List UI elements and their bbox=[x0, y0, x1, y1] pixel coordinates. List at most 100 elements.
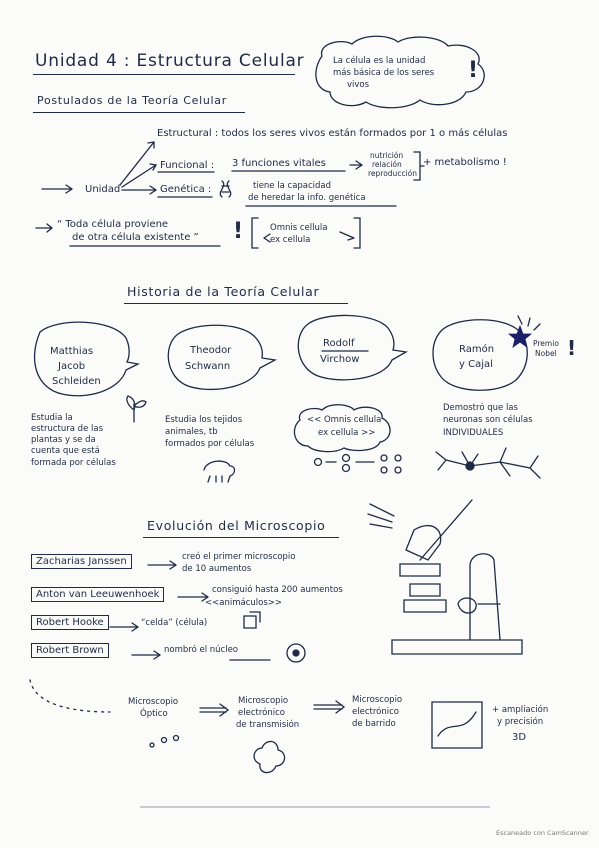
microscopio-underline bbox=[143, 537, 339, 539]
metabolismo-note: + metabolismo ! bbox=[423, 157, 507, 168]
dot-icon-1 bbox=[149, 742, 155, 748]
omnis-cloud bbox=[293, 404, 391, 453]
cell-icon-7 bbox=[394, 466, 402, 474]
nobel-line-1: Premio bbox=[533, 339, 559, 348]
evo-1-line-1: Microscopio bbox=[128, 697, 179, 707]
bubble-2 bbox=[167, 324, 278, 391]
person-box-hooke: Robert Hooke bbox=[31, 615, 109, 630]
evo-2-line-1: Microscopio bbox=[238, 696, 289, 706]
microscopio-heading: Evolución del Microscopio bbox=[147, 518, 326, 533]
person-box-brown: Robert Brown bbox=[31, 643, 109, 658]
arrow-icon-line bbox=[147, 560, 178, 570]
plant-icon bbox=[126, 395, 147, 423]
root-unidad: Unidad bbox=[85, 184, 121, 195]
quote-line-1: “ Toda célula proviene bbox=[57, 219, 169, 230]
extra-line-2: y precisión bbox=[497, 717, 544, 727]
postulados-heading: Postulados de la Teoría Celular bbox=[37, 94, 227, 107]
cloud-bubble bbox=[315, 35, 485, 109]
cell-icon-4 bbox=[380, 454, 388, 462]
page-edge-line bbox=[140, 806, 490, 808]
funcion-relacion: relación bbox=[372, 160, 402, 169]
leeuwenhoek-desc-1: consiguió hasta 200 aumentos bbox=[212, 585, 343, 595]
scientist-1-desc-3: plantas y se da bbox=[31, 435, 96, 445]
evo-3-line-3: de barrido bbox=[352, 719, 396, 729]
person-box-leeuwenhoek: Anton van Leeuwenhoek bbox=[31, 587, 165, 602]
cell-nucleus-dot bbox=[292, 649, 300, 657]
page-title: Unidad 4 : Estructura Celular bbox=[35, 51, 305, 71]
quote-line-2: de otra célula existente ” bbox=[72, 232, 199, 243]
omnis-arrow bbox=[263, 231, 355, 243]
evo-1-line-2: Óptico bbox=[140, 709, 168, 719]
scientist-1-desc-2: estructura de las bbox=[31, 424, 103, 434]
historia-underline bbox=[124, 303, 348, 305]
evo-2-line-2: electrónico bbox=[238, 708, 285, 718]
scientist-2-name-2: Schwann bbox=[185, 361, 231, 372]
evo-2-line-3: de transmisión bbox=[236, 720, 300, 730]
scientist-3-name-1: Rodolf bbox=[323, 338, 355, 349]
scientist-3-desc-1: << Omnis cellula bbox=[307, 415, 382, 425]
branch-estructural: Estructural : todos los seres vivos está… bbox=[157, 128, 508, 139]
star-icon bbox=[507, 324, 533, 348]
hooke-desc: “celda” (célula) bbox=[141, 618, 208, 628]
neuron-icon bbox=[435, 447, 541, 479]
exclamation-icon-2: ! bbox=[233, 219, 244, 244]
postulados-underline bbox=[33, 112, 245, 114]
neuron-body bbox=[465, 461, 475, 471]
scientist-1-name-1: Matthias bbox=[50, 346, 94, 357]
cell-icon-3 bbox=[341, 463, 351, 473]
cell-icon-5 bbox=[380, 466, 388, 474]
extra-line-3: 3D bbox=[512, 732, 527, 743]
funcion-reproduccion: reproducción bbox=[368, 169, 417, 178]
scientist-4-name-2: y Cajal bbox=[459, 359, 493, 370]
scientist-4-name-1: Ramón bbox=[459, 344, 495, 355]
scientist-2-desc-1: Estudia los tejidos bbox=[165, 415, 243, 425]
branch-funcional-label: Funcional : bbox=[160, 160, 215, 171]
funciones-brace bbox=[413, 151, 425, 181]
arrow-leeuwenhoek bbox=[177, 592, 210, 602]
cloud-line-2: más básica de los seres bbox=[333, 68, 435, 78]
cell-icon-6 bbox=[394, 454, 402, 462]
scientist-1-name-2: Jacob bbox=[58, 361, 86, 372]
sem-image-icon bbox=[431, 701, 483, 749]
arrow-hooke bbox=[109, 622, 140, 632]
arrow-estructural bbox=[119, 141, 155, 186]
arrow-evo-2 bbox=[313, 700, 346, 714]
omnis-line-1: Omnis cellula bbox=[270, 223, 328, 233]
dot-icon-2 bbox=[160, 736, 168, 744]
scanner-watermark: Escaneado con CamScanner bbox=[496, 829, 589, 837]
scientist-3-desc-2: ex cellula >> bbox=[318, 428, 376, 438]
bacteria-icon bbox=[253, 740, 286, 774]
scientist-3-name-2: Virchow bbox=[320, 354, 360, 365]
janssen-desc-2: de 10 aumentos bbox=[182, 564, 252, 574]
microscope-icon bbox=[391, 499, 523, 655]
scientist-4-desc-2: neuronas son células bbox=[443, 415, 533, 425]
dna-icon bbox=[219, 180, 232, 198]
scientist-1-desc-5: formada por células bbox=[31, 458, 116, 468]
bubble-3 bbox=[297, 314, 408, 381]
arrow-funcional bbox=[121, 163, 158, 188]
scientist-1-desc-4: cuenta que está bbox=[31, 446, 100, 456]
cell-nucleus-icon bbox=[286, 643, 306, 663]
light-rays bbox=[367, 503, 395, 529]
arrow-genetica bbox=[121, 185, 158, 195]
title-underline bbox=[33, 74, 295, 76]
cloud-line-3: vivos bbox=[347, 80, 370, 90]
scientist-1-desc-1: Estudia la bbox=[31, 413, 73, 423]
funciones-bracket bbox=[349, 160, 364, 170]
bubble-4 bbox=[432, 319, 528, 391]
cloud-line-1: La célula es la unidad bbox=[333, 56, 426, 66]
arrow-brown bbox=[131, 650, 162, 660]
exclamation-icon-3: ! bbox=[567, 336, 577, 360]
evo-3-line-1: Microscopio bbox=[352, 695, 403, 705]
janssen-desc-1: creó el primer microscopio bbox=[182, 552, 296, 562]
bubble-1 bbox=[33, 321, 141, 397]
dot-icon-3 bbox=[172, 734, 180, 742]
branch-funcional-text: 3 funciones vitales bbox=[232, 158, 326, 169]
arrow-quote bbox=[35, 223, 54, 233]
evo-3-line-2: electrónico bbox=[352, 707, 399, 717]
cell-icon-1 bbox=[313, 457, 323, 467]
brown-desc: nombró el núcleo bbox=[164, 645, 239, 655]
exclamation-icon: ! bbox=[468, 58, 479, 83]
